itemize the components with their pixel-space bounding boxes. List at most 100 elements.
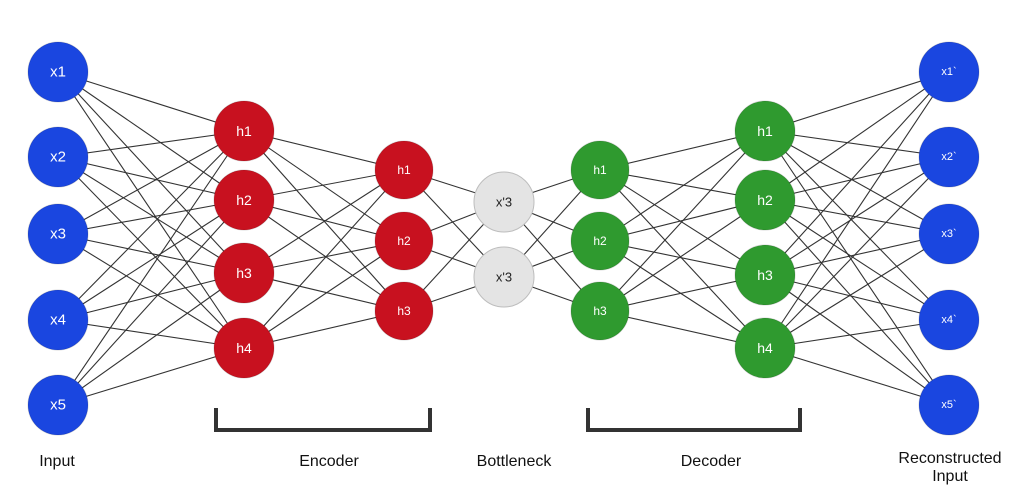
encoder2-node-label: h1 [397, 163, 411, 177]
input-node-circle [27, 374, 89, 436]
edge-input-5-encoder1-1 [57, 130, 245, 406]
edge-input-1-encoder1-2 [57, 71, 245, 201]
bottleneck-node-2: x'3 [473, 246, 535, 308]
edge-input-1-encoder1-1 [57, 71, 245, 132]
edge-decoder2-3-output-5 [764, 274, 950, 406]
bottleneck-label: Bottleneck [476, 453, 552, 470]
edge-decoder1-3-decoder2-2 [599, 199, 766, 312]
encoder2-node-1: h1 [374, 140, 434, 200]
neurons: x1x2x3x4x5h1h2h3h4h1h2h3x'3x'3h1h2h3h1h2… [27, 41, 980, 436]
input-node-circle [27, 203, 89, 265]
input-node-label: x5 [50, 397, 66, 414]
edge-decoder2-1-output-3 [764, 130, 950, 235]
input-node-5: x5 [27, 374, 89, 436]
encoder1-node-label: h3 [236, 265, 252, 281]
decoder2-node-label: h1 [757, 123, 773, 139]
edge-decoder1-1-decoder2-3 [599, 169, 766, 276]
edge-encoder1-1-encoder2-2 [243, 130, 405, 242]
input-node-circle [27, 289, 89, 351]
output-node-circle [918, 203, 980, 265]
decoder2-node-3: h3 [734, 244, 796, 306]
edge-decoder2-2-output-2 [764, 156, 950, 201]
edge-decoder1-2-decoder2-4 [599, 240, 766, 349]
edge-input-3-encoder1-1 [57, 130, 245, 235]
encoder2-node-label: h2 [397, 234, 411, 248]
decoder2-node-circle [734, 317, 796, 379]
edge-decoder2-4-output-2 [764, 156, 950, 349]
output-node-label: x4` [941, 314, 956, 326]
output-node-5: x5` [918, 374, 980, 436]
edge-decoder2-4-output-4 [764, 319, 950, 349]
edge-decoder2-1-output-4 [764, 130, 950, 321]
decoder1-node-label: h1 [593, 163, 607, 177]
edge-decoder2-1-output-5 [764, 130, 950, 406]
encoder1-node-label: h1 [236, 123, 252, 139]
bottleneck-node-circle [473, 246, 535, 308]
decoder2-node-label: h3 [757, 267, 773, 283]
decoder2-node-circle [734, 169, 796, 231]
encoder1-node-1: h1 [213, 100, 275, 162]
encoder1-node-label: h4 [236, 340, 252, 356]
decoder-label: Decoder [680, 453, 742, 470]
edge-input-1-encoder1-3 [57, 71, 245, 274]
output-node-1: x1` [918, 41, 980, 103]
reconstructed-label-line2: Input [932, 468, 968, 485]
edge-input-4-encoder1-2 [57, 199, 245, 321]
output-node-circle [918, 41, 980, 103]
edge-decoder2-2-output-5 [764, 199, 950, 406]
decoder1-node-circle [570, 140, 630, 200]
output-node-circle [918, 289, 980, 351]
edge-input-3-encoder1-2 [57, 199, 245, 235]
edge-input-4-encoder1-4 [57, 319, 245, 349]
input-node-4: x4 [27, 289, 89, 351]
output-node-3: x3` [918, 203, 980, 265]
edge-decoder1-3-decoder2-1 [599, 130, 766, 312]
decoder2-node-4: h4 [734, 317, 796, 379]
reconstructed-label-line1: Reconstructed [898, 450, 1002, 467]
edge-decoder2-4-output-3 [764, 233, 950, 349]
bottleneck-node-label: x'3 [496, 270, 512, 285]
edge-encoder1-3-encoder2-1 [243, 169, 405, 274]
decoder2-node-1: h1 [734, 100, 796, 162]
edge-decoder2-3-output-3 [764, 233, 950, 276]
output-node-label: x1` [941, 66, 956, 78]
encoder-label: Encoder [299, 453, 359, 470]
edge-decoder2-3-output-1 [764, 71, 950, 276]
edge-decoder2-3-output-4 [764, 274, 950, 321]
encoder2-node-circle [374, 211, 434, 271]
encoder1-node-circle [213, 242, 275, 304]
edge-decoder1-1-decoder2-4 [599, 169, 766, 349]
input-node-2: x2 [27, 126, 89, 188]
edge-input-1-encoder1-4 [57, 71, 245, 349]
output-node-circle [918, 126, 980, 188]
edge-input-2-encoder1-4 [57, 156, 245, 349]
decoder1-node-label: h3 [593, 304, 607, 318]
edge-input-3-encoder1-4 [57, 233, 245, 349]
encoder1-node-circle [213, 169, 275, 231]
edge-decoder2-1-output-1 [764, 71, 950, 132]
encoder2-node-2: h2 [374, 211, 434, 271]
decoder1-node-1: h1 [570, 140, 630, 200]
decoder2-node-2: h2 [734, 169, 796, 231]
edge-input-5-encoder1-4 [57, 347, 245, 406]
decoder2-node-circle [734, 100, 796, 162]
decoder1-node-circle [570, 281, 630, 341]
output-node-2: x2` [918, 126, 980, 188]
edge-input-2-encoder1-1 [57, 130, 245, 158]
edge-input-5-encoder1-3 [57, 272, 245, 406]
encoder1-node-circle [213, 100, 275, 162]
output-node-label: x5` [941, 399, 956, 411]
encoder1-node-3: h3 [213, 242, 275, 304]
reconstructed-input-label: Reconstructed Input [880, 450, 1020, 486]
encoder2-node-3: h3 [374, 281, 434, 341]
decoder1-node-3: h3 [570, 281, 630, 341]
edge-encoder1-4-encoder2-2 [243, 240, 405, 349]
output-node-4: x4` [918, 289, 980, 351]
decoder1-node-2: h2 [570, 211, 630, 271]
edge-input-2-encoder1-2 [57, 156, 245, 201]
bottleneck-node-1: x'3 [473, 171, 535, 233]
output-node-circle [918, 374, 980, 436]
bottleneck-node-label: x'3 [496, 195, 512, 210]
connections [57, 71, 950, 406]
